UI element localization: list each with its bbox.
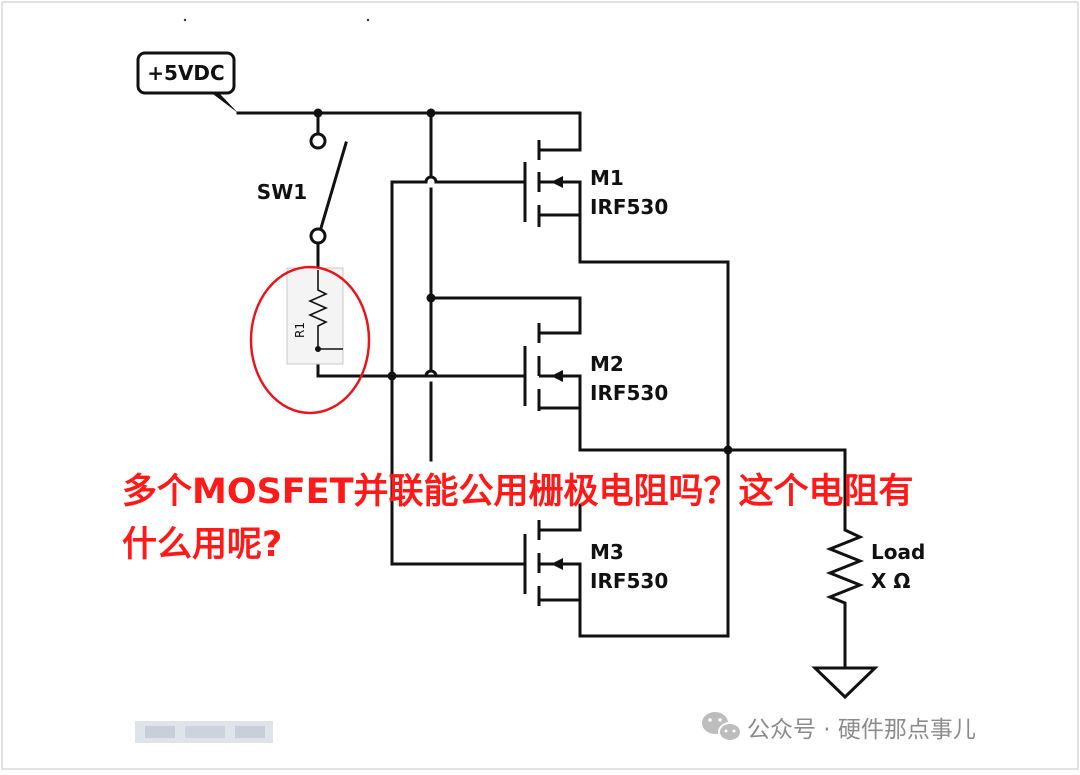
highlight-ellipse xyxy=(249,265,371,415)
m2-source-wire xyxy=(543,406,847,522)
r1-resistor: R1 xyxy=(286,267,344,365)
top-rail-wire xyxy=(236,111,582,152)
gate-bus-m1 xyxy=(390,180,428,378)
load-resistor xyxy=(825,518,865,610)
m3-drain-wire xyxy=(543,503,582,532)
switch-contact-top xyxy=(309,132,327,150)
mosfet-m2: M2 IRF530 xyxy=(523,323,668,411)
load-value: X Ω xyxy=(871,569,910,593)
wechat-icon xyxy=(702,712,742,742)
watermark: 公众号 · 硬件那点事儿 xyxy=(702,712,976,743)
mosfet-m3: M3 IRF530 xyxy=(523,520,668,606)
switch-contact-bottom xyxy=(309,227,327,245)
blurred-area xyxy=(135,721,273,743)
m3-part: IRF530 xyxy=(590,569,668,593)
r1-node xyxy=(315,346,321,352)
body-arrow xyxy=(551,370,563,382)
switch-blade xyxy=(319,141,348,230)
junction-dot xyxy=(426,293,436,303)
m1-part: IRF530 xyxy=(590,195,668,219)
body-arrow xyxy=(551,176,563,188)
junction-dot xyxy=(387,371,397,381)
supply-tag: +5VDC xyxy=(136,51,238,113)
blur-block xyxy=(145,726,175,738)
m2-part: IRF530 xyxy=(590,381,668,405)
blur-block xyxy=(185,726,225,738)
r1-zigzag xyxy=(308,270,343,350)
question-overlay: 多个MOSFET并联能公用栅极电阻吗？这个电阻有 什么用呢? xyxy=(122,472,913,565)
mosfet-m1: M1 IRF530 xyxy=(523,140,668,227)
gate-bus-m3 xyxy=(390,374,527,566)
wire-hop xyxy=(424,175,438,184)
wires xyxy=(236,111,865,670)
m2-ref: M2 xyxy=(590,352,624,376)
supply-box xyxy=(136,51,236,95)
supply-label: +5VDC xyxy=(147,61,224,85)
junction-dot xyxy=(723,445,733,455)
dot-mark xyxy=(366,18,370,22)
m3-ref: M3 xyxy=(590,540,624,564)
r1-label: R1 xyxy=(293,322,307,338)
m1-ref: M1 xyxy=(590,166,624,190)
body-arrow xyxy=(551,558,563,570)
watermark-text: 公众号 · 硬件那点事儿 xyxy=(747,717,976,743)
question-line-2: 什么用呢? xyxy=(122,525,282,565)
switch-label: SW1 xyxy=(257,180,307,204)
blur-block xyxy=(235,726,265,738)
m2-drain-wire xyxy=(429,296,582,335)
load-label: Load xyxy=(871,540,925,564)
junction-dots xyxy=(313,108,733,455)
ground-symbol xyxy=(811,666,879,700)
junction-dot xyxy=(426,108,436,118)
junction-dot xyxy=(313,108,323,118)
wire-hop xyxy=(424,369,438,378)
dot-mark xyxy=(183,18,187,22)
question-line-1: 多个MOSFET并联能公用栅极电阻吗？这个电阻有 xyxy=(122,472,913,512)
r1-inset-box xyxy=(286,267,344,365)
